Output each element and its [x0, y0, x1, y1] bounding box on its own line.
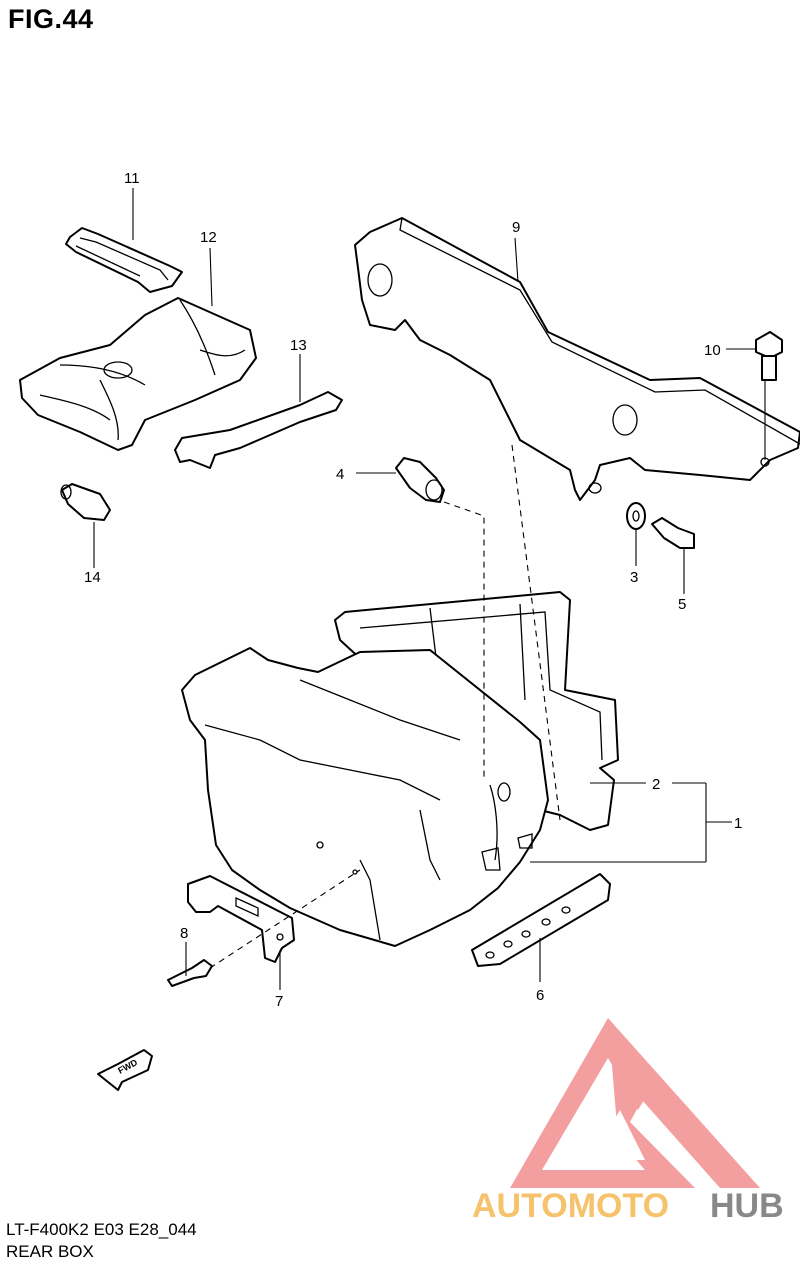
callout-4: 4	[336, 466, 344, 483]
part-mount-bracket	[187, 875, 295, 963]
part-washer	[626, 502, 646, 530]
callout-1: 1	[734, 815, 742, 832]
callout-10: 10	[704, 342, 721, 359]
model-code-caption: LT-F400K2 E03 E28_044	[6, 1220, 197, 1239]
callout-8: 8	[180, 925, 188, 942]
callout-7: 7	[275, 993, 283, 1010]
callout-5: 5	[678, 596, 686, 613]
part-bolt-top	[755, 331, 783, 381]
part-rivet	[167, 959, 213, 987]
watermark-text-hub: HUB	[710, 1187, 784, 1225]
part-bolt-side	[651, 517, 695, 549]
part-collar	[395, 457, 445, 503]
figure-title: FIG.44	[8, 4, 94, 34]
part-cover	[19, 297, 257, 451]
part-bracket	[354, 217, 800, 501]
part-wrench	[174, 391, 343, 469]
watermark-text-automoto: AUTOMOTO	[472, 1187, 669, 1225]
watermark-triangle-icon	[510, 1018, 760, 1188]
watermark-logo: AUTOMOTO HUB	[472, 1018, 784, 1225]
part-rear-box	[181, 647, 549, 947]
forward-direction-arrow: FWD	[97, 1049, 153, 1091]
part-hinge-plate	[471, 873, 611, 967]
callout-11: 11	[124, 170, 140, 187]
part-strap	[65, 227, 183, 293]
callout-6: 6	[536, 987, 544, 1004]
leader-lines	[93, 188, 766, 990]
callout-13: 13	[290, 337, 307, 354]
callout-3: 3	[630, 569, 638, 586]
section-name-caption: REAR BOX	[6, 1242, 94, 1261]
callout-2: 2	[652, 776, 660, 793]
callout-labels: 1 2 3 4 5 6 7 8 9 10 11 12 13 14	[84, 170, 742, 1010]
callout-9: 9	[512, 219, 520, 236]
callout-12: 12	[200, 229, 217, 246]
part-grommet	[60, 483, 111, 521]
callout-14: 14	[84, 569, 101, 586]
